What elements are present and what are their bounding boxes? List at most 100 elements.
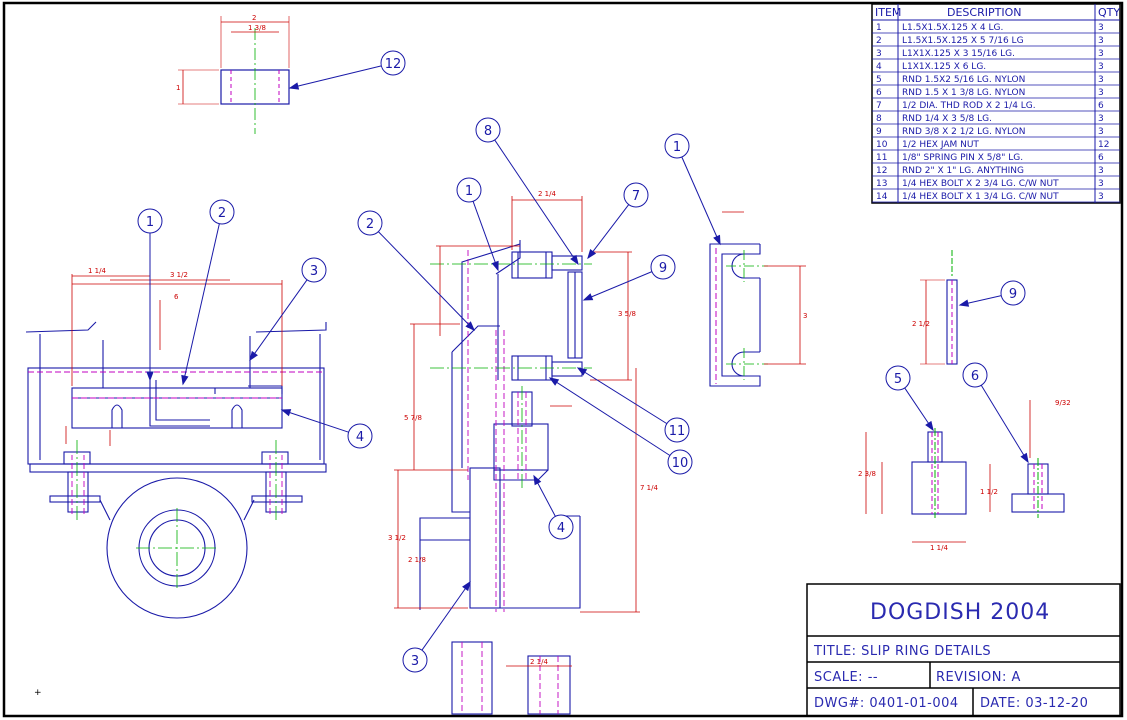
bom-cell-item: 12 xyxy=(876,166,887,176)
bom-cell-item: 3 xyxy=(876,49,882,59)
bom-cell-item: 5 xyxy=(876,75,882,85)
bom-cell-desc: RND 1.5 X 1 3/8 LG. NYLON xyxy=(902,88,1025,98)
drawing-number: DWG#: 0401-01-004 xyxy=(814,696,959,711)
balloon-arrowhead xyxy=(249,350,258,362)
balloon-label: 3 xyxy=(310,264,318,279)
bom-cell-qty: 3 xyxy=(1098,192,1104,202)
balloon-label: 2 xyxy=(366,217,374,232)
bom-cell-qty: 6 xyxy=(1098,101,1104,111)
dim-part5-width: 1 1/4 xyxy=(930,544,948,552)
balloon-label: 4 xyxy=(356,430,364,445)
title-block xyxy=(806,583,1121,717)
balloon-label: 3 xyxy=(411,654,419,669)
balloon-circle xyxy=(885,365,911,391)
bom-cell-desc: RND 1/4 X 3 5/8 LG. xyxy=(902,114,992,124)
bom-header-qty: QTY xyxy=(1098,6,1120,19)
balloon-circle xyxy=(137,208,163,234)
part-6-view: 9/32 1 1/2 xyxy=(980,399,1071,518)
bom-cell-item: 1 xyxy=(876,23,882,33)
balloon-label: 9 xyxy=(1009,287,1017,302)
balloon-arrowhead xyxy=(465,321,475,332)
bom-cell-item: 7 xyxy=(876,101,882,111)
balloon-leader-line xyxy=(421,581,471,651)
center-assembly-view xyxy=(419,240,583,715)
balloon-circle xyxy=(664,417,690,443)
balloon-leader-line xyxy=(549,377,671,456)
bom-cell-item: 9 xyxy=(876,127,882,137)
bom-cell-desc: L1X1X.125 X 6 LG. xyxy=(902,62,986,72)
dim-part5-height: 2 3/8 xyxy=(858,470,876,478)
dim-part12-height: 1 xyxy=(176,84,180,92)
dim-part1-height: 3 xyxy=(803,312,807,320)
dim-mid-h2: 7 1/4 xyxy=(640,484,658,492)
part-5-view: 2 3/8 1 1/4 xyxy=(858,428,967,552)
balloon-leader-line xyxy=(494,139,579,265)
balloon-arrowhead xyxy=(462,580,471,592)
dim-left-c: 6 xyxy=(174,293,179,301)
bom-header-item: ITEM xyxy=(875,6,901,19)
balloon-arrowhead xyxy=(713,234,721,246)
balloon-circle xyxy=(301,257,327,283)
bom-cell-item: 4 xyxy=(876,62,882,72)
center-assembly-hidden-lines xyxy=(461,250,559,714)
balloon-arrowhead xyxy=(582,293,594,301)
part-12-view: 2 1 3/8 1 xyxy=(176,14,290,134)
bom-cell-desc: L1.5X1.5X.125 X 4 LG. xyxy=(902,23,1003,33)
balloon-circle xyxy=(456,177,482,203)
dim-left-b: 3 1/2 xyxy=(170,271,188,279)
bom-cell-item: 11 xyxy=(876,153,887,163)
dim-mid-bottom: 2 1/4 xyxy=(530,658,548,666)
dim-part6-pin: 9/32 xyxy=(1055,399,1071,407)
balloon-arrowhead xyxy=(181,374,189,386)
bom-cell-desc: RND 3/8 X 2 1/2 LG. NYLON xyxy=(902,127,1026,137)
bom-cell-desc: 1/4 HEX BOLT X 2 3/4 LG. C/W NUT xyxy=(902,179,1059,189)
balloon-circle xyxy=(962,362,988,388)
dim-mid-h3: 3 1/2 xyxy=(388,534,406,542)
balloon-arrowhead xyxy=(576,367,588,376)
balloon-circle xyxy=(667,449,693,475)
balloon-circle xyxy=(347,423,373,449)
balloon-leader-line xyxy=(472,201,499,271)
balloon-leader-line xyxy=(980,384,1029,463)
bom-cell-desc: 1/2 HEX JAM NUT xyxy=(902,140,979,150)
balloon-leader-line xyxy=(182,223,220,385)
dim-part9-height: 2 1/2 xyxy=(912,320,930,328)
bom-cell-qty: 3 xyxy=(1098,127,1104,137)
bom-cell-qty: 3 xyxy=(1098,114,1104,124)
bom-cell-desc: 1/2 DIA. THD ROD X 2 1/4 LG. xyxy=(902,101,1036,111)
drawing-scale: SCALE: -- xyxy=(814,670,878,685)
balloon-label: 11 xyxy=(669,424,686,439)
balloon-label: 1 xyxy=(673,140,681,155)
part-9-view: 2 1/2 xyxy=(912,250,958,365)
bom-cell-qty: 3 xyxy=(1098,49,1104,59)
balloon-arrowhead xyxy=(533,474,542,486)
dim-part12-inner: 1 3/8 xyxy=(248,24,266,32)
balloon-leader-line xyxy=(587,204,630,259)
bom-cell-qty: 3 xyxy=(1098,75,1104,85)
bom-cell-desc: 1/8" SPRING PIN X 5/8" LG. xyxy=(902,153,1023,163)
balloon-arrowhead xyxy=(587,248,597,260)
balloon-leader-line xyxy=(681,156,721,245)
bom-cell-qty: 12 xyxy=(1098,140,1109,150)
bom-cell-desc: RND 2" X 1" LG. ANYTHING xyxy=(902,166,1024,176)
balloon-circle xyxy=(664,133,690,159)
balloon-arrowhead xyxy=(1020,452,1029,464)
bom-cell-desc: L1X1X.125 X 3 15/16 LG. xyxy=(902,49,1015,59)
balloon-leader-line xyxy=(281,409,349,433)
balloon-arrowhead xyxy=(288,82,300,90)
balloon-label: 4 xyxy=(557,521,565,536)
left-assembly-hidden-lines xyxy=(28,371,324,514)
bom-cell-item: 13 xyxy=(876,179,887,189)
balloon-circle xyxy=(209,199,235,225)
balloon-label: 8 xyxy=(484,124,492,139)
balloon-circle xyxy=(402,647,428,673)
balloon-label: 10 xyxy=(672,456,689,471)
left-assembly-dimensions xyxy=(65,274,283,446)
dim-mid-h5: 3 5/8 xyxy=(618,310,636,318)
balloon-leader-line xyxy=(378,231,475,331)
dim-mid-top: 2 1/4 xyxy=(538,190,556,198)
balloon-arrowhead xyxy=(491,260,499,272)
